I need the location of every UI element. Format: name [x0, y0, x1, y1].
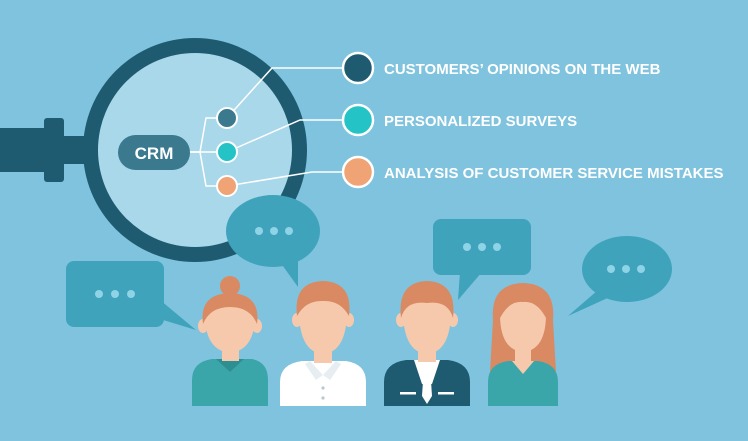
speech-bubble-icon-3	[433, 219, 531, 300]
bubble-dot	[95, 290, 103, 298]
bubble-dot	[607, 265, 615, 273]
crm-label: CRM	[135, 144, 174, 163]
speech-bubble-icon-2	[226, 195, 320, 287]
branch-node-3	[341, 155, 375, 189]
branch-label-1: CUSTOMERS’ OPINIONS ON THE WEB	[384, 61, 661, 78]
pocket-left	[400, 392, 416, 395]
collar-right	[323, 361, 341, 380]
person-icon-1	[192, 276, 268, 406]
speech-bubble-icon-4	[568, 236, 672, 316]
tie	[422, 366, 432, 404]
bubble-tail	[150, 300, 196, 330]
head	[205, 295, 255, 353]
bubble-dot	[493, 243, 501, 251]
bubble-dot	[637, 265, 645, 273]
connector-branch-3	[226, 171, 342, 187]
torso	[192, 359, 268, 406]
crm-node: CRM	[118, 135, 190, 170]
hair	[202, 293, 258, 324]
bubble-dot	[285, 227, 293, 235]
bubble-dot	[478, 243, 486, 251]
bubble-dot	[622, 265, 630, 273]
small-node-3	[216, 175, 238, 197]
hair-front	[497, 288, 549, 322]
hair	[400, 281, 454, 318]
branch-node-1	[341, 51, 375, 85]
hair-bun	[220, 276, 240, 296]
bubble-dot	[255, 227, 263, 235]
person-icon-4	[488, 283, 558, 406]
branch-3: ANALYSIS OF CUSTOMER SERVICE MISTAKES	[341, 155, 724, 189]
bubble-dot	[270, 227, 278, 235]
lens	[98, 53, 292, 247]
torso	[488, 361, 558, 406]
branch-label-3: ANALYSIS OF CUSTOMER SERVICE MISTAKES	[384, 165, 724, 182]
connector-branch-2	[226, 119, 342, 153]
pocket-right	[438, 392, 454, 395]
head	[299, 288, 347, 354]
bubble-tail	[568, 290, 612, 316]
handle-collar	[44, 118, 64, 182]
crm-pill	[118, 135, 190, 170]
branch-label-2: PERSONALIZED SURVEYS	[384, 113, 577, 130]
collar-left	[305, 361, 323, 380]
shirt-button	[321, 396, 325, 400]
torso	[280, 361, 366, 406]
bubble-dot	[111, 290, 119, 298]
small-node-1	[216, 107, 238, 129]
hair	[296, 281, 350, 316]
collar	[216, 359, 244, 372]
handle	[0, 128, 52, 172]
shirt-button	[321, 386, 325, 390]
bubble-dot	[127, 290, 135, 298]
branch-2: PERSONALIZED SURVEYS	[341, 103, 577, 137]
branch-node-2	[341, 103, 375, 137]
branch-1: CUSTOMERS’ OPINIONS ON THE WEB	[341, 51, 661, 85]
speech-bubble-icon-1	[66, 261, 196, 330]
neckline	[512, 361, 534, 374]
head	[403, 288, 451, 354]
connector-branch-1	[226, 67, 342, 119]
person-icon-3	[384, 281, 470, 406]
head	[500, 294, 546, 352]
person-icon-2	[280, 281, 366, 406]
bubble-dot	[463, 243, 471, 251]
bubble-tail	[280, 252, 298, 287]
small-node-2	[216, 141, 238, 163]
bubble-tail	[458, 272, 482, 300]
